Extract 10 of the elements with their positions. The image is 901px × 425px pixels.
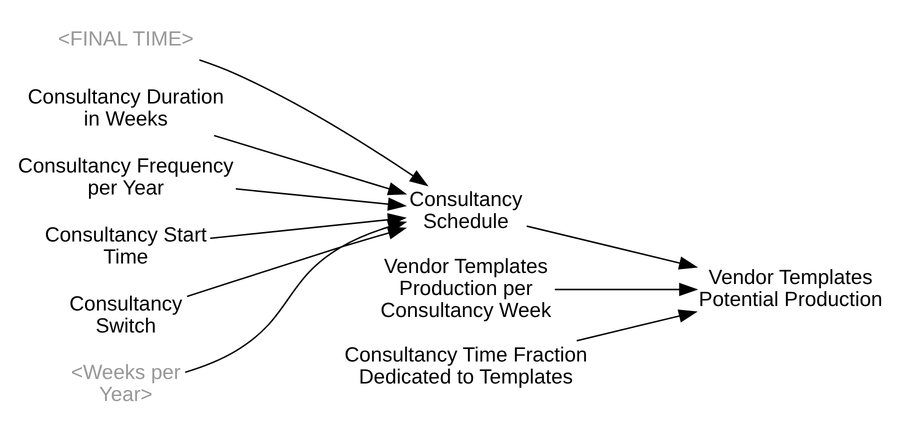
node-text: Consultancy Schedule — [409, 188, 522, 234]
node-text: Consultancy Duration in Weeks — [28, 86, 224, 131]
node-text: <FINAL TIME> — [58, 28, 194, 51]
node-text: <Weeks per Year> — [70, 361, 181, 406]
node-text: Consultancy Start Time — [44, 223, 207, 268]
node-text: Consultancy Frequency per Year — [18, 154, 234, 200]
node-text: Consultancy Switch — [69, 292, 182, 338]
node-text: Vendor Templates Production per Consultancy Week — [380, 254, 552, 322]
node-text: Consultancy Time Fraction Dedicated to Templates — [344, 344, 588, 389]
node-text: Vendor Templates Potential Production — [698, 266, 882, 311]
